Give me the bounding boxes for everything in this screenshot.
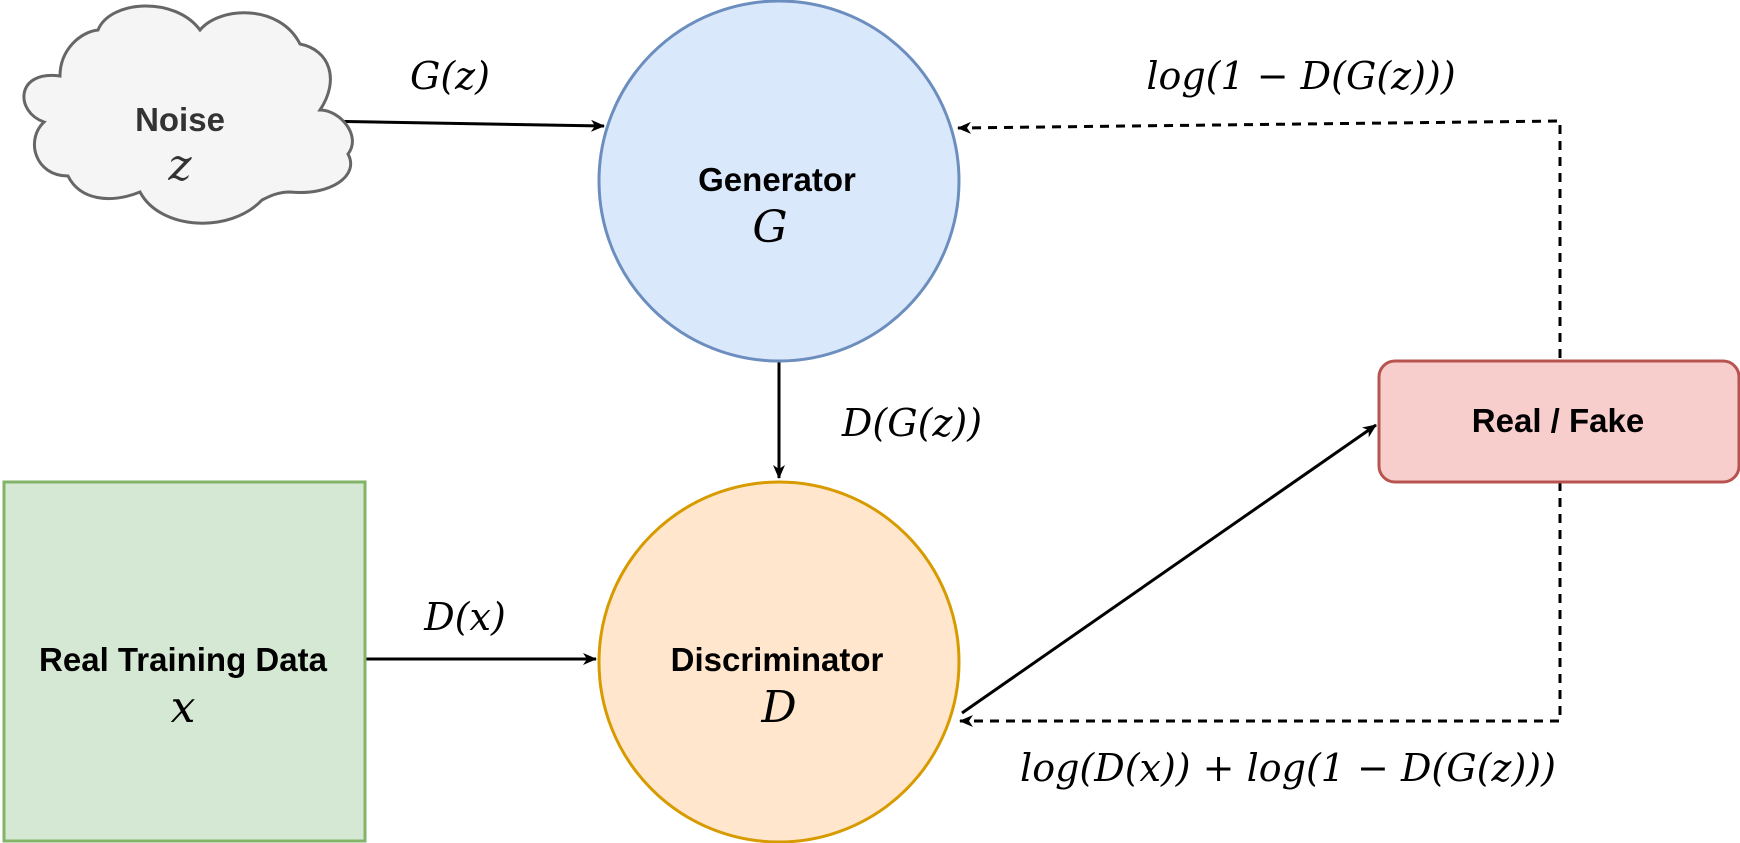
discriminator-symbol: D: [760, 682, 796, 733]
edge-noise-to-generator: [317, 119, 605, 132]
edge-labels: G(z) D(G(z)) D(x) log(1 − D(G(z))) log(D…: [410, 54, 1556, 790]
noise-title: Noise: [135, 101, 225, 138]
real-fake-box: [1377, 359, 1740, 484]
edges: [317, 119, 1562, 727]
edge-output-to-generator: [957, 119, 1562, 358]
generator-symbol: G: [752, 202, 787, 253]
real-data-box: [2, 480, 367, 843]
edge-output-to-discriminator: [959, 482, 1562, 727]
generator-title: Generator: [698, 161, 856, 198]
generator-circle: [597, 0, 961, 363]
real-data-node: Real Training Data x: [2, 480, 367, 843]
noise-node: Noise z: [22, 4, 354, 225]
real-fake-node: Real / Fake: [1377, 359, 1740, 484]
edge-label-discriminator-loss: log(D(x)) + log(1 − D(G(z))): [1020, 746, 1556, 790]
real-fake-title: Real / Fake: [1472, 402, 1644, 439]
edge-label-dx: D(x): [423, 595, 506, 639]
discriminator-node: Discriminator D: [597, 480, 961, 843]
discriminator-title: Discriminator: [671, 641, 884, 678]
edge-discriminator-to-output: [961, 423, 1377, 715]
discriminator-circle: [597, 480, 961, 843]
edge-label-gz: G(z): [410, 54, 490, 98]
noise-symbol: z: [167, 140, 192, 191]
generator-node: Generator G: [597, 0, 961, 363]
noise-cloud-shape: [22, 4, 354, 225]
edge-label-generator-loss: log(1 − D(G(z))): [1146, 54, 1455, 98]
real-data-symbol: x: [171, 682, 196, 733]
edge-label-dgz: D(G(z)): [841, 401, 982, 445]
real-data-title: Real Training Data: [39, 641, 328, 678]
